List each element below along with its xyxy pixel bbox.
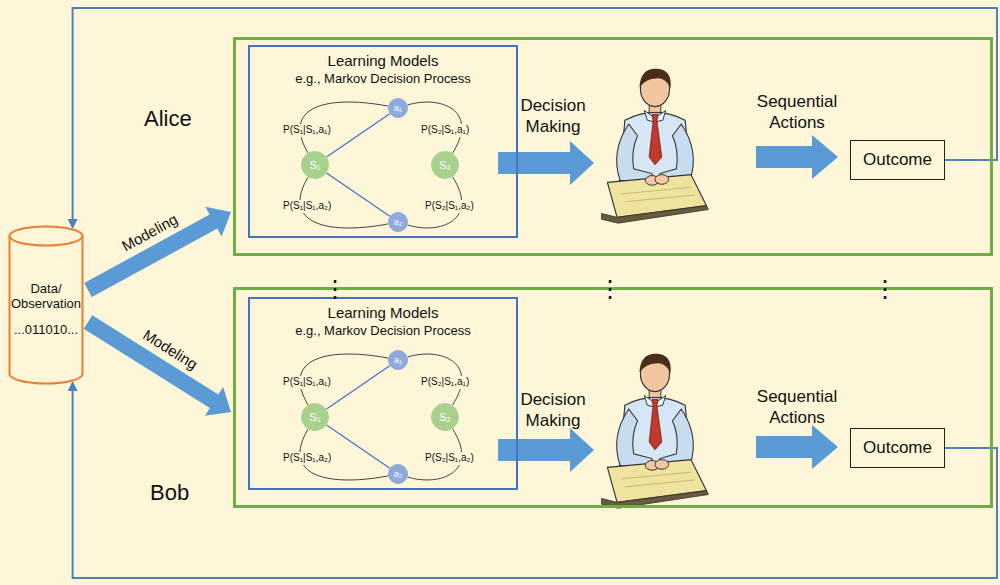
transition-probability: P(S₂|S₁,a₂) (424, 200, 475, 213)
circle-label: a₁ (394, 104, 402, 113)
transition-probability: P(S₁|S₁,a₂) (282, 200, 332, 213)
edge-label: Modeling (139, 326, 201, 374)
circle-label: S₁ (309, 160, 320, 171)
transition-probability: P(S₁|S₁,a₂) (282, 452, 332, 465)
step-label: Sequential Actions (745, 386, 849, 429)
feedback-line (73, 383, 997, 578)
action-circle: a₂ (388, 464, 408, 484)
agent-name: Alice (144, 106, 192, 132)
bit-string: ...011010... (10, 322, 82, 338)
actions-arrow (756, 135, 838, 179)
state-circle: S₂ (431, 403, 459, 431)
modeling-arrow (84, 315, 231, 416)
action-link (327, 425, 390, 468)
data-cylinder: Data/ Observation ...011010... (8, 225, 84, 385)
feedback-line (73, 8, 997, 227)
outcome-label: Outcome (863, 150, 932, 170)
decision-arrow (498, 141, 594, 185)
ellipsis-mark: ⋮ (320, 274, 350, 304)
agent-panel: BobLearning Modelse.g., Markov Decision … (233, 287, 993, 508)
decision-arrow (498, 428, 594, 472)
circle-label: S₂ (439, 412, 451, 423)
transition-probability: P(S₂|S₁,a₂) (424, 452, 475, 465)
outcome-box: Outcome (850, 140, 945, 180)
model-example: e.g., Markov Decision Process (250, 323, 516, 339)
state-circle: S₁ (301, 151, 329, 179)
data-label: Data/ Observation (10, 281, 82, 312)
action-circle: a₂ (388, 212, 408, 232)
circle-label: a₁ (394, 356, 402, 365)
circle-label: a₂ (394, 218, 403, 227)
step-label: Decision Making (501, 95, 605, 138)
circle-label: S₁ (309, 412, 320, 423)
circle-label: S₂ (439, 160, 451, 171)
outcome-label: Outcome (863, 438, 932, 458)
action-link (327, 173, 390, 216)
state-circle: S₁ (301, 403, 329, 431)
agent-panel: AliceLearning Modelse.g., Markov Decisio… (233, 37, 993, 256)
action-circle: a₁ (388, 98, 408, 118)
edge-label: Modeling (119, 211, 181, 257)
action-circle: a₁ (388, 350, 408, 370)
modeling-arrow (84, 207, 231, 297)
action-link (327, 366, 390, 409)
circle-label: a₂ (394, 470, 403, 479)
model-title: Learning Models (250, 52, 516, 70)
model-example: e.g., Markov Decision Process (250, 71, 516, 87)
state-circle: S₂ (431, 151, 459, 179)
actions-arrow (756, 425, 838, 469)
agent-name: Bob (150, 480, 189, 506)
person-figure (602, 354, 709, 509)
ellipsis-mark: ⋮ (595, 274, 625, 304)
step-label: Decision Making (501, 389, 605, 432)
person-figure (602, 69, 709, 224)
action-link (327, 114, 390, 157)
ellipsis-mark: ⋮ (870, 274, 900, 304)
step-label: Sequential Actions (745, 91, 849, 134)
outcome-box: Outcome (850, 428, 945, 468)
transition-probability: P(S₁|S₁,a₁) (282, 376, 332, 389)
model-title: Learning Models (250, 304, 516, 322)
transition-probability: P(S₁|S₁,a₁) (282, 124, 332, 137)
transition-probability: P(S₂|S₁,a₁) (420, 376, 470, 389)
transition-probability: P(S₂|S₁,a₁) (420, 124, 470, 137)
